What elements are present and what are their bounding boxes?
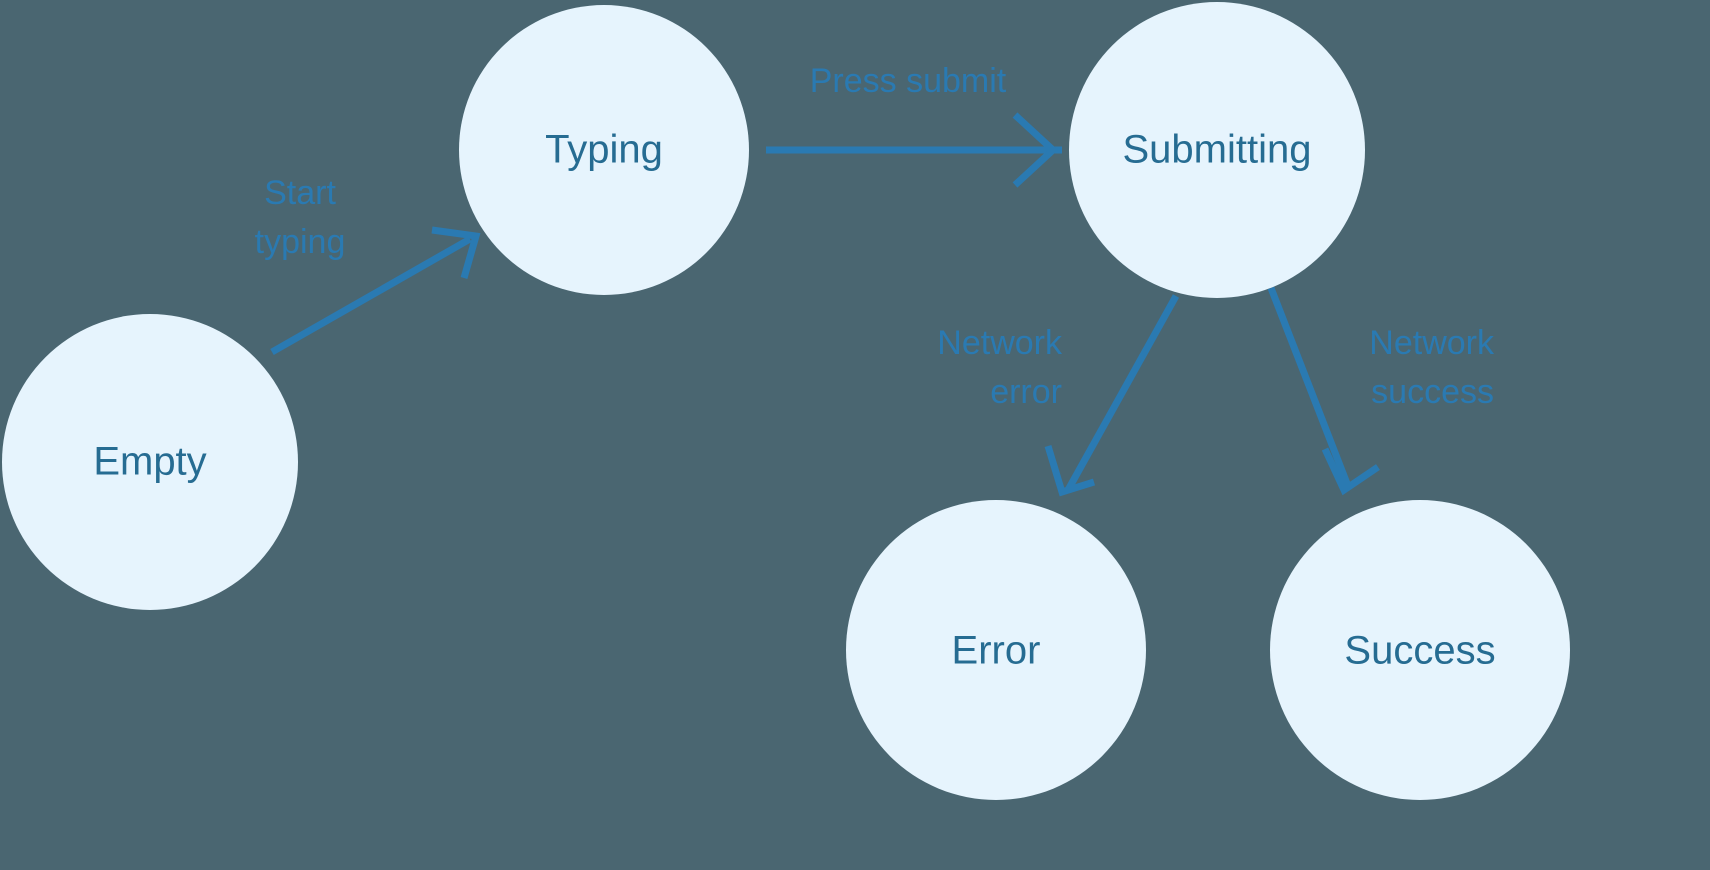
node-error-circle[interactable] xyxy=(846,500,1146,800)
edge-label-network-error-line1: Network xyxy=(937,324,1063,362)
node-submitting-label: Submitting xyxy=(1123,128,1312,172)
node-success-label: Success xyxy=(1344,629,1495,673)
edge-line-submitting-to-success xyxy=(1267,286,1352,488)
node-success-circle[interactable] xyxy=(1270,500,1570,800)
node-success[interactable]: Success xyxy=(1270,500,1570,800)
arrowhead-submitting-to-error xyxy=(1044,444,1096,497)
edge-label-start-typing-line1: Start xyxy=(264,174,336,212)
edge-line-empty-to-typing xyxy=(270,235,472,356)
edge-empty-to-typing: Start typing xyxy=(255,174,481,356)
edge-label-network-success-line2: success xyxy=(1371,373,1494,411)
node-submitting[interactable]: Submitting xyxy=(1069,2,1365,298)
edge-typing-to-submitting: Press submit xyxy=(766,62,1062,188)
node-typing[interactable]: Typing xyxy=(459,5,749,295)
edge-label-start-typing-line2: typing xyxy=(255,223,346,261)
node-typing-label: Typing xyxy=(545,128,663,172)
node-empty-circle[interactable] xyxy=(2,314,298,610)
node-empty-label: Empty xyxy=(93,440,206,484)
node-empty[interactable]: Empty xyxy=(2,314,298,610)
edge-label-network-success-line1: Network xyxy=(1369,324,1495,362)
edge-submitting-to-error: Network error xyxy=(937,294,1180,497)
arrowhead-empty-to-typing xyxy=(431,226,481,279)
node-typing-circle[interactable] xyxy=(459,5,749,295)
arrowhead-submitting-to-success xyxy=(1321,447,1380,496)
arrowhead-typing-to-submitting xyxy=(1012,112,1059,188)
node-error[interactable]: Error xyxy=(846,500,1146,800)
edge-label-network-error-line2: error xyxy=(990,373,1062,411)
node-error-label: Error xyxy=(952,629,1041,673)
edge-label-press-submit: Press submit xyxy=(810,62,1007,100)
edge-submitting-to-success: Network success xyxy=(1267,286,1495,496)
edge-line-submitting-to-error xyxy=(1064,294,1180,492)
node-submitting-circle[interactable] xyxy=(1069,2,1365,298)
